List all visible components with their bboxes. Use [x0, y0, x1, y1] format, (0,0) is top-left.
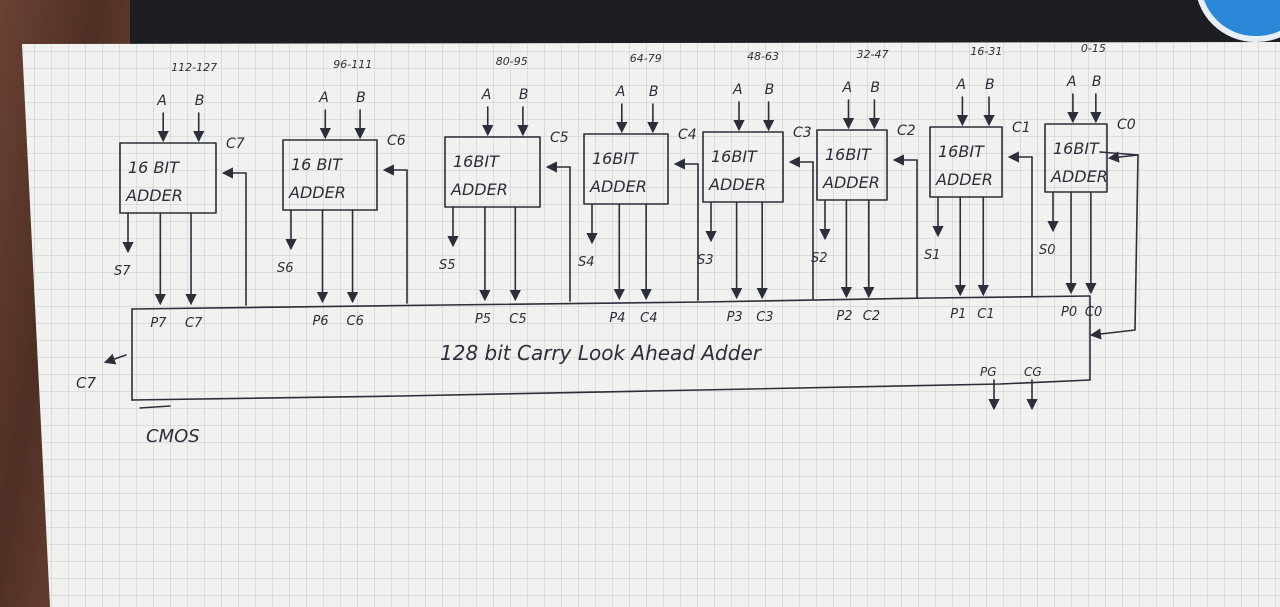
carry-in-label: C5: [550, 130, 569, 146]
sum-label: S2: [811, 251, 828, 266]
block-label-top: 16BIT: [592, 149, 639, 168]
sum-label: S5: [439, 258, 456, 273]
carry-feedback-entry: [1107, 151, 1139, 163]
input-a-label: A: [842, 80, 853, 96]
propagate-label: P0: [1061, 305, 1077, 320]
input-b-label: B: [765, 82, 775, 98]
sum-label: S4: [578, 255, 595, 270]
group-c-label: CG: [1024, 365, 1042, 379]
carry-in-label: C6: [387, 133, 406, 149]
block-label-top: 16 BIT: [128, 158, 180, 177]
carry-in-label: C3: [793, 125, 812, 141]
propagate-label: P7: [150, 316, 167, 331]
adder-block: [444, 136, 541, 208]
block-label-bottom: ADDER: [288, 183, 346, 202]
bit-range-label: 96-111: [333, 58, 372, 71]
block-label-bottom: ADDER: [125, 186, 183, 205]
input-b-label: B: [870, 80, 880, 96]
sum-label: S3: [697, 253, 714, 268]
carry-in-label: C4: [678, 127, 697, 143]
group-p-label: PG: [980, 365, 997, 379]
input-a-label: A: [615, 84, 626, 100]
block-label-top: 16BIT: [938, 142, 985, 161]
sum-label: S0: [1039, 243, 1056, 258]
propagate-label: P2: [836, 309, 852, 324]
adder-block: [1044, 123, 1108, 193]
carry-label: C4: [640, 311, 657, 326]
block-label-top: 16BIT: [825, 145, 872, 164]
diagram-title: 128 bit Carry Look Ahead Adder: [440, 341, 763, 365]
block-label-bottom: ADDER: [589, 177, 647, 196]
propagate-label: P4: [609, 311, 625, 326]
bit-range-label: 0-15: [1081, 42, 1106, 55]
bit-range-label: 64-79: [630, 52, 662, 65]
carry-in-label: C1: [1012, 120, 1031, 136]
bit-range-label: 16-31: [970, 45, 1002, 58]
input-b-label: B: [519, 87, 529, 103]
carry-label: C7: [185, 316, 203, 331]
sum-label: S6: [277, 261, 294, 276]
scribble-stroke: [139, 405, 171, 409]
input-b-label: B: [985, 77, 995, 93]
block-label-top: 16BIT: [1053, 139, 1100, 158]
sum-label: S7: [114, 264, 131, 279]
adder-block: [816, 129, 888, 201]
bit-range-label: 112-127: [171, 61, 217, 74]
carry-in-label: C2: [897, 123, 916, 139]
sum-label: S1: [924, 248, 941, 263]
block-label-top: 16BIT: [453, 152, 500, 171]
carry-out-label: C7: [76, 374, 96, 392]
propagate-label: P3: [727, 310, 743, 325]
input-a-label: A: [955, 77, 966, 93]
carry-label: C0: [1085, 305, 1102, 320]
input-a-label: A: [481, 87, 492, 103]
carry-label: C2: [863, 309, 880, 324]
cla-bus-top: [131, 295, 1091, 310]
propagate-label: P6: [312, 314, 328, 329]
scribble-text: CMOS: [146, 426, 200, 447]
carry-label: C6: [347, 314, 364, 329]
input-b-label: B: [649, 84, 659, 100]
block-label-top: 16BIT: [711, 147, 758, 166]
carry-in-label: C7: [226, 136, 245, 152]
input-b-label: B: [1092, 74, 1102, 90]
cla-bus-bottom: [131, 379, 1091, 401]
adder-block: [282, 139, 378, 211]
input-a-label: A: [1066, 74, 1077, 90]
bit-range-label: 48-63: [747, 50, 779, 63]
adder-block: [702, 131, 784, 203]
carry-label: C5: [509, 312, 526, 327]
background-object: [130, 0, 1280, 45]
block-label-top: 16 BIT: [291, 155, 343, 174]
adder-block: [119, 142, 217, 214]
carry-label: C1: [977, 307, 994, 322]
input-a-label: A: [732, 82, 743, 98]
block-label-bottom: ADDER: [1050, 167, 1108, 186]
bit-range-label: 32-47: [857, 48, 889, 61]
carry-in-label: C0: [1117, 117, 1136, 133]
block-label-bottom: ADDER: [450, 180, 508, 199]
bit-range-label: 80-95: [496, 55, 528, 68]
input-b-label: B: [195, 93, 205, 109]
input-b-label: B: [356, 90, 366, 106]
carry-label: C3: [756, 310, 773, 325]
adder-block: [929, 126, 1003, 198]
input-a-label: A: [318, 90, 329, 106]
block-label-bottom: ADDER: [822, 173, 880, 192]
block-label-bottom: ADDER: [935, 170, 993, 189]
propagate-label: P1: [950, 307, 966, 322]
propagate-label: P5: [475, 312, 491, 327]
adder-block: [583, 133, 669, 205]
block-label-bottom: ADDER: [708, 175, 766, 194]
input-a-label: A: [156, 93, 167, 109]
carry-out-line: [103, 353, 127, 365]
